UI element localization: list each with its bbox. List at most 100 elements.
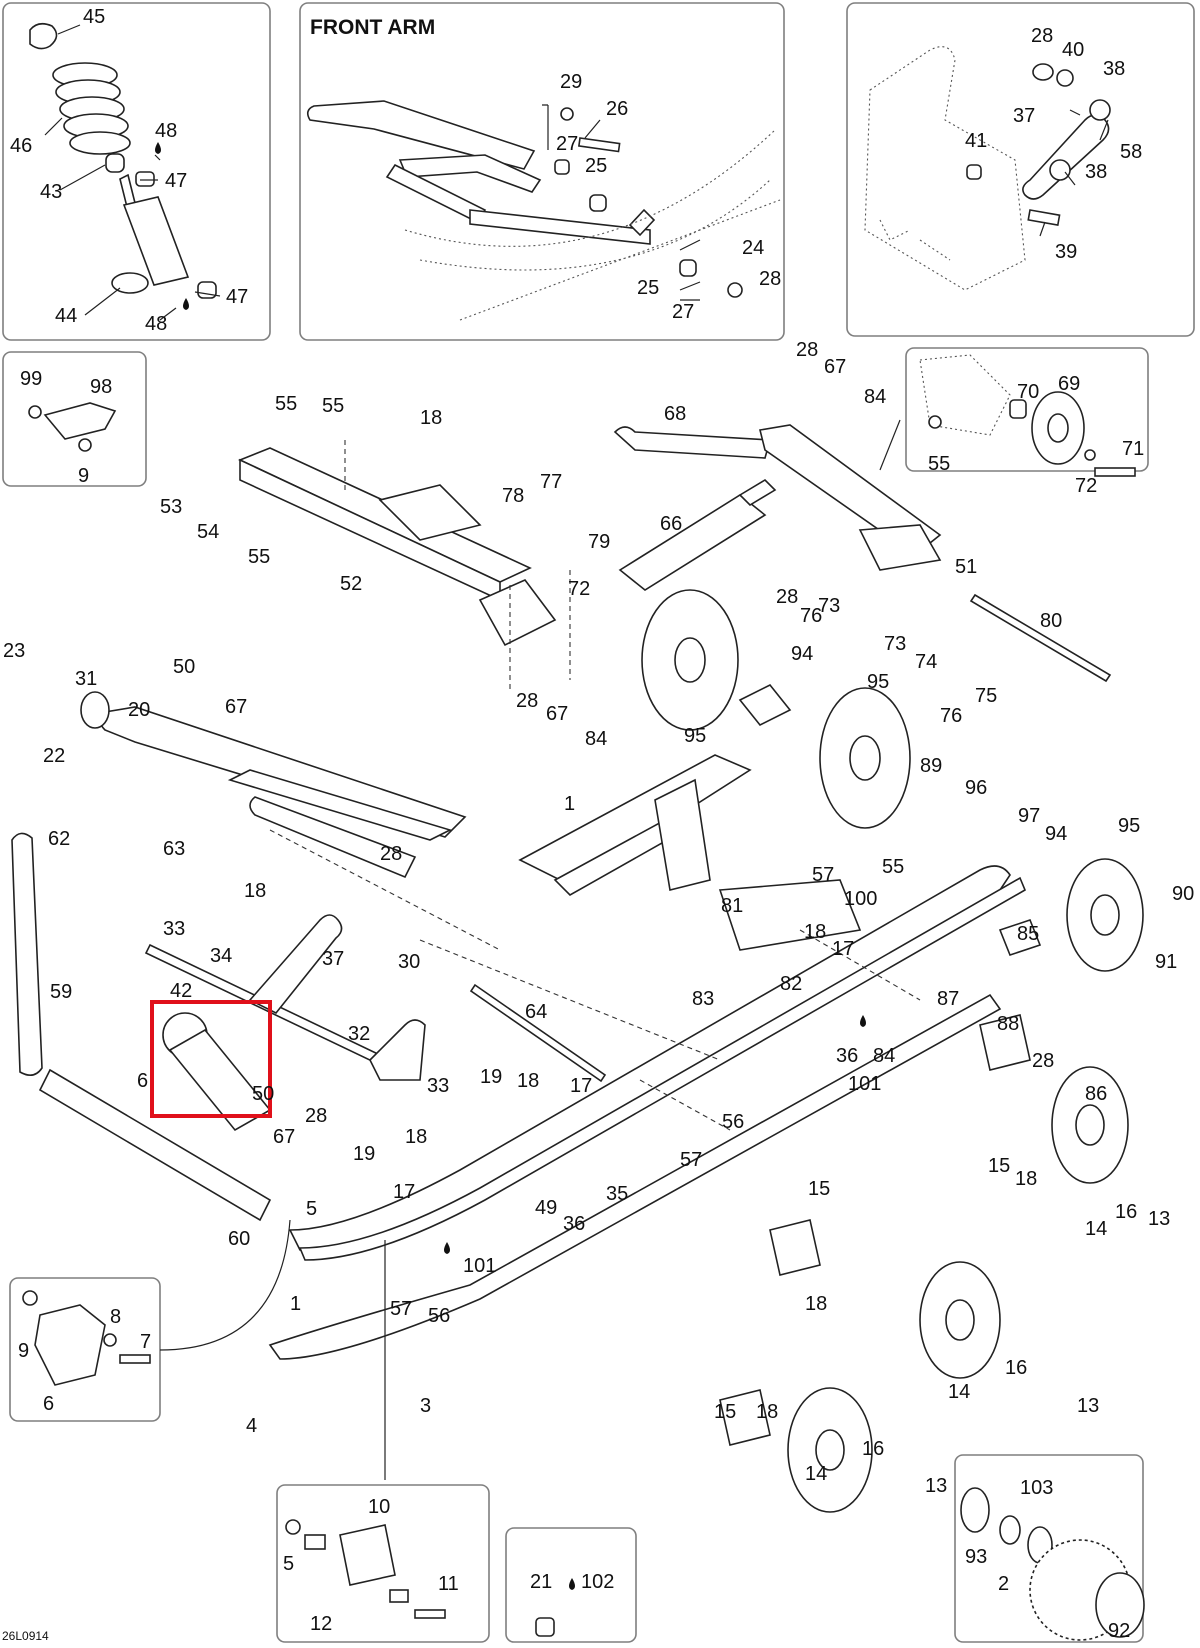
callout-72: 72: [1075, 475, 1097, 497]
callout-6: 6: [43, 1393, 54, 1415]
callout-43: 43: [40, 181, 62, 203]
callout-101: 101: [463, 1255, 496, 1277]
callout-100: 100: [844, 888, 877, 910]
callout-37: 37: [1013, 105, 1035, 127]
callout-37: 37: [322, 948, 344, 970]
callout-28: 28: [796, 339, 818, 361]
callout-90: 90: [1172, 883, 1194, 905]
callout-28: 28: [1032, 1050, 1054, 1072]
callout-54: 54: [197, 521, 219, 543]
callout-76: 76: [800, 605, 822, 627]
callout-36: 36: [836, 1045, 858, 1067]
callout-56: 56: [722, 1111, 744, 1133]
callout-77: 77: [540, 471, 562, 493]
callout-55: 55: [248, 546, 270, 568]
callout-51: 51: [955, 556, 977, 578]
callout-11: 11: [438, 1573, 459, 1595]
bracket-drawing: [28, 402, 117, 452]
link-32: [369, 1019, 426, 1081]
callout-1: 1: [290, 1293, 301, 1315]
callout-83: 83: [692, 988, 714, 1010]
callout-88: 88: [997, 1013, 1019, 1035]
callout-22: 22: [43, 745, 65, 767]
callout-32: 32: [348, 1023, 370, 1045]
callout-31: 31: [75, 668, 97, 690]
callout-25: 25: [585, 155, 607, 177]
callout-18: 18: [244, 880, 266, 902]
callout-52: 52: [340, 573, 362, 595]
callout-13: 13: [925, 1475, 947, 1497]
callout-19: 19: [353, 1143, 375, 1165]
callout-labels: 45 46 48 43 47 44 48 47 29 26 27 25 24 2…: [2, 6, 1194, 1643]
callout-99: 99: [20, 368, 42, 390]
callout-8: 8: [110, 1306, 121, 1328]
callout-80: 80: [1040, 610, 1062, 632]
callout-67: 67: [546, 703, 568, 725]
highlight-box: [150, 1000, 272, 1118]
callout-28: 28: [1031, 25, 1053, 47]
callout-85: 85: [1017, 923, 1039, 945]
callout-75: 75: [975, 685, 997, 707]
callout-98: 98: [90, 376, 112, 398]
callout-16: 16: [1115, 1201, 1137, 1223]
shock-absorber-drawing: [29, 22, 217, 310]
callout-9: 9: [18, 1340, 29, 1362]
callout-78: 78: [502, 485, 524, 507]
callout-73: 73: [884, 633, 906, 655]
callout-48: 48: [155, 120, 177, 142]
callout-16: 16: [1005, 1357, 1027, 1379]
callout-97: 97: [1018, 805, 1040, 827]
callout-18: 18: [1015, 1168, 1037, 1190]
callout-47: 47: [165, 170, 187, 192]
front-arm-20: [80, 691, 467, 879]
callout-101: 101: [848, 1073, 881, 1095]
callout-28: 28: [759, 268, 781, 290]
callout-12: 12: [310, 1613, 332, 1635]
callout-18: 18: [420, 407, 442, 429]
callout-33: 33: [427, 1075, 449, 1097]
callout-27: 27: [672, 301, 694, 323]
shaft-64: [469, 983, 607, 1083]
rear-wheels: [719, 858, 1144, 1513]
callout-67: 67: [273, 1126, 295, 1148]
callout-21: 21: [530, 1571, 552, 1593]
grease-fitting-drawing: [535, 1578, 575, 1637]
callout-50: 50: [252, 1083, 274, 1105]
callout-17: 17: [832, 938, 854, 960]
front-arm-title: FRONT ARM: [310, 16, 435, 39]
callout-15: 15: [808, 1178, 830, 1200]
callout-14: 14: [948, 1381, 970, 1403]
callout-67: 67: [225, 696, 247, 718]
rear-arm-68: [613, 424, 942, 571]
callout-28: 28: [380, 843, 402, 865]
callout-18: 18: [756, 1401, 778, 1423]
callout-94: 94: [1045, 823, 1067, 845]
callout-14: 14: [805, 1463, 827, 1485]
callout-18: 18: [804, 921, 826, 943]
callout-86: 86: [1085, 1083, 1107, 1105]
callout-33: 33: [163, 918, 185, 940]
callout-3: 3: [420, 1395, 431, 1417]
callout-28: 28: [516, 690, 538, 712]
callout-94: 94: [791, 643, 813, 665]
shock-66: [618, 478, 777, 591]
callout-57: 57: [812, 864, 834, 886]
callout-68: 68: [664, 403, 686, 425]
inset-front-arm: [299, 2, 785, 341]
shaft-60: [38, 1068, 272, 1222]
callout-84: 84: [873, 1045, 895, 1067]
drawing-code: 26L0914: [2, 1629, 49, 1643]
callout-103: 103: [1020, 1477, 1053, 1499]
callout-49: 49: [535, 1197, 557, 1219]
callout-58: 58: [1120, 141, 1142, 163]
callout-84: 84: [864, 386, 886, 408]
callout-18: 18: [517, 1070, 539, 1092]
callout-64: 64: [525, 1001, 547, 1023]
callout-28: 28: [776, 586, 798, 608]
callout-13: 13: [1077, 1395, 1099, 1417]
main-frame-1: [518, 754, 862, 951]
callout-27: 27: [556, 133, 578, 155]
callout-26: 26: [606, 98, 628, 120]
callout-20: 20: [128, 699, 150, 721]
